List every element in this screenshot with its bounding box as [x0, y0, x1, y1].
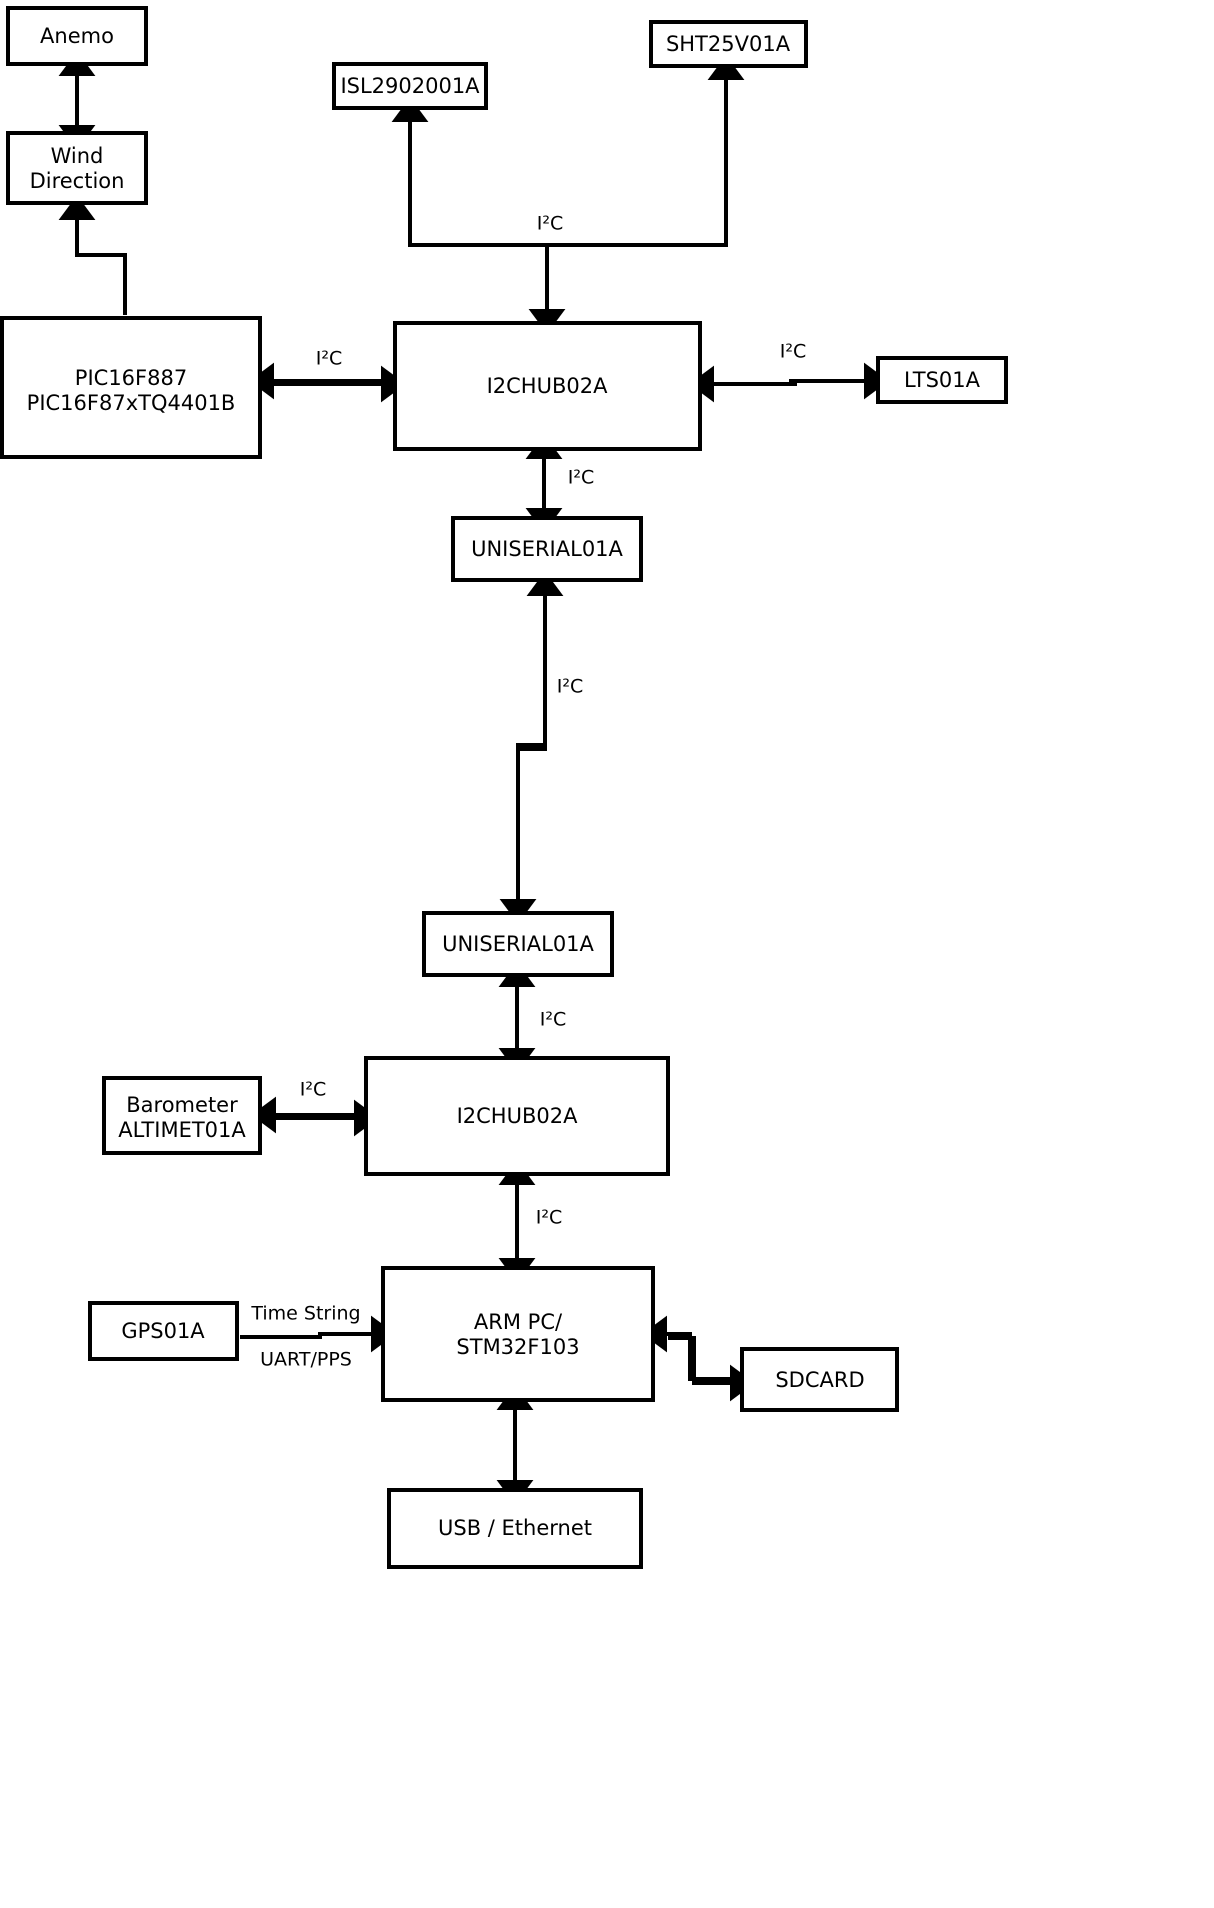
node-i2chub02a-top-label: I2CHUB02A [487, 374, 609, 398]
node-uniserial01a-upper[interactable]: UNISERIAL01A [451, 516, 643, 582]
node-wind-direction-label-line1: Wind [51, 144, 104, 168]
node-wind-direction-label-line2: Direction [30, 169, 125, 193]
node-i2chub02a-bottom[interactable]: I2CHUB02A [364, 1056, 670, 1176]
node-isl2902001a[interactable]: ISL2902001A [332, 62, 488, 110]
edge-labels-layer: I²C I²C I²C I²C I²C I²C I²C I²C Time Str… [250, 213, 806, 1371]
node-usb-ethernet[interactable]: USB / Ethernet [387, 1488, 643, 1569]
connection-gps-arm [240, 1315, 396, 1353]
node-sdcard-label: SDCARD [775, 1368, 864, 1392]
connection-uni1-uni2 [499, 585, 547, 924]
edge-label-i2c-hub2-arm: I²C [536, 1207, 563, 1229]
edge-label-i2c-baro-hub2: I²C [300, 1079, 327, 1101]
node-lts01a[interactable]: LTS01A [876, 356, 1008, 404]
node-sht25v01a-label: SHT25V01A [666, 32, 791, 56]
edge-label-i2c-top-bus: I²C [537, 213, 564, 235]
connections-layer [58, 51, 889, 1505]
connection-bus-to-sht [547, 55, 745, 247]
node-anemo[interactable]: Anemo [6, 6, 148, 66]
node-barometer-label-line1: Barometer [126, 1093, 238, 1117]
edge-label-i2c-hub-lts: I²C [780, 341, 807, 363]
node-uniserial01a-lower[interactable]: UNISERIAL01A [422, 911, 614, 977]
edge-label-i2c-pic-hub: I²C [316, 348, 343, 370]
edge-label-i2c-uni2-hub2: I²C [540, 1009, 567, 1031]
node-lts01a-label: LTS01A [904, 368, 981, 392]
connection-pic-wind [58, 195, 127, 315]
node-barometer-label-line2: ALTIMET01A [118, 1118, 246, 1142]
node-pic16f887-label-line2: PIC16F87xTQ4401B [27, 391, 236, 415]
connection-sdcard-arm [642, 1315, 735, 1381]
node-uniserial01a-lower-label: UNISERIAL01A [442, 932, 594, 956]
edge-label-i2c-hub-uni1: I²C [568, 467, 595, 489]
node-gps01a[interactable]: GPS01A [88, 1301, 239, 1361]
node-i2chub02a-top[interactable]: I2CHUB02A [393, 321, 702, 451]
node-gps01a-label: GPS01A [121, 1319, 205, 1343]
node-arm-pc-label-line2: STM32F103 [456, 1335, 579, 1359]
nodes-layer: Anemo Wind Direction PIC16F887 PIC16F87x… [0, 6, 1008, 1569]
node-sht25v01a[interactable]: SHT25V01A [649, 20, 808, 68]
node-i2chub02a-bottom-label: I2CHUB02A [457, 1104, 579, 1128]
node-pic16f887-label-line1: PIC16F887 [75, 366, 187, 390]
node-isl2902001a-label: ISL2902001A [340, 74, 480, 98]
connection-bus-to-isl [391, 97, 547, 247]
edge-label-uart-pps: UART/PPS [260, 1349, 352, 1371]
node-barometer-altimet01a[interactable]: Barometer ALTIMET01A [102, 1076, 262, 1155]
node-arm-pc-label-line1: ARM PC/ [474, 1310, 563, 1334]
node-sdcard[interactable]: SDCARD [740, 1347, 899, 1412]
node-arm-pc-stm32f103[interactable]: ARM PC/ STM32F103 [381, 1266, 655, 1402]
node-usb-ethernet-label: USB / Ethernet [438, 1516, 592, 1540]
node-uniserial01a-upper-label: UNISERIAL01A [471, 537, 623, 561]
connection-uni2-uni1 [516, 571, 564, 910]
edge-label-i2c-uni1-uni2: I²C [557, 676, 584, 698]
node-anemo-label: Anemo [40, 24, 114, 48]
connection-arm-sdcard [668, 1336, 755, 1402]
edge-label-time-string: Time String [250, 1303, 360, 1325]
node-wind-direction[interactable]: Wind Direction [6, 131, 148, 205]
node-pic16f887[interactable]: PIC16F887 PIC16F87xTQ4401B [0, 316, 262, 459]
